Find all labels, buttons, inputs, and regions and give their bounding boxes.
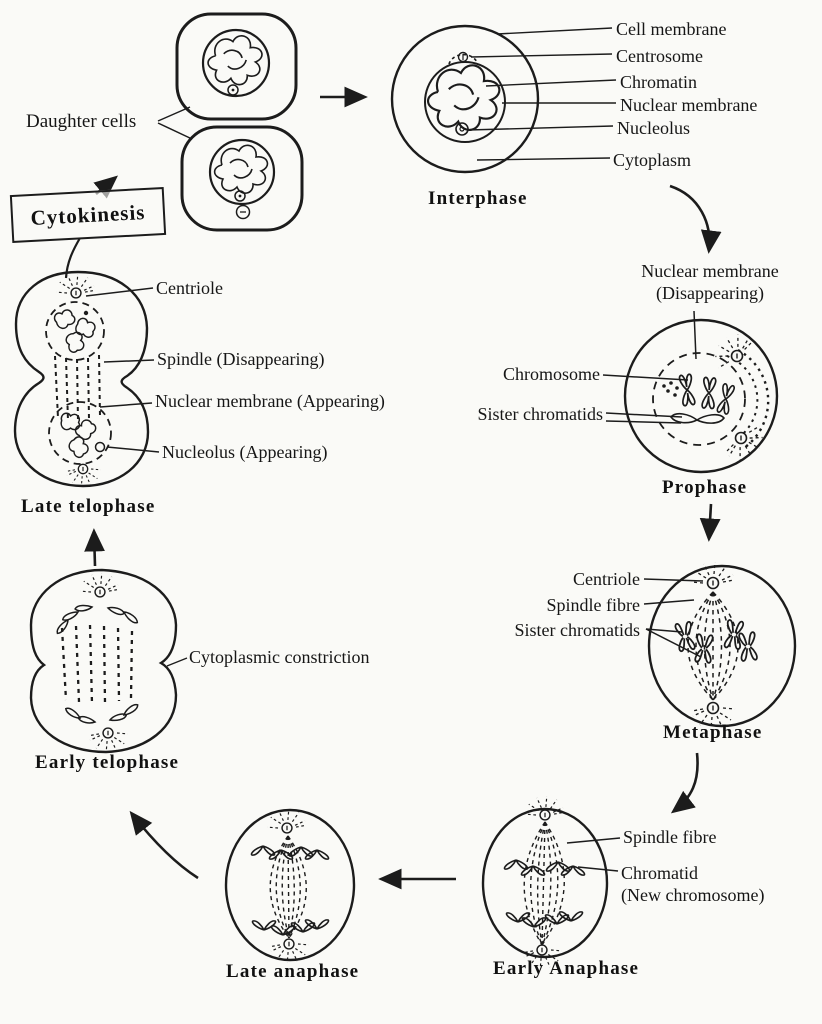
arrow-metaphase-to-early-anaphase (670, 752, 699, 814)
prophase-leader-lines (602, 310, 697, 424)
late-telophase-cell-drawing (13, 270, 160, 488)
label-chromatid-2: (New chromosome) (621, 885, 765, 905)
daughter-cells-leader (157, 106, 193, 140)
stage-title-late-telophase: Late telophase (21, 496, 156, 517)
centrosome-glyph (448, 53, 478, 65)
label-spindle-fibre-metaphase: Spindle fibre (546, 595, 640, 615)
prophase-cell-drawing (602, 310, 779, 474)
spindle-remnant (60, 624, 134, 705)
label-centriole-late-telophase: Centriole (156, 278, 223, 298)
label-sister-chromatids-prophase: Sister chromatids (477, 404, 603, 424)
arrow-early-to-late-telophase (84, 528, 105, 567)
late-telophase-leader-lines (85, 287, 160, 453)
label-centriole-metaphase: Centriole (573, 569, 640, 589)
cytokinesis-label: Cytokinesis (29, 199, 146, 230)
label-nuclear-membrane-disappearing-2: (Disappearing) (656, 283, 764, 303)
label-spindle-disappearing: Spindle (Disappearing) (157, 349, 325, 369)
arrow-prophase-to-metaphase (699, 503, 721, 542)
constriction-leader (166, 657, 188, 667)
label-cytoplasmic-constriction: Cytoplasmic constriction (189, 647, 370, 667)
label-nuclear-membrane-appearing: Nuclear membrane (Appearing) (155, 391, 385, 411)
label-chromatin: Chromatin (620, 72, 697, 92)
label-chromosome: Chromosome (503, 364, 600, 384)
metaphase-cell-drawing (643, 561, 797, 730)
spindle-fibres (523, 821, 565, 946)
connector-late-telophase-to-cytokinesis (64, 237, 81, 279)
early-telophase-cell-drawing (29, 568, 188, 754)
label-centrosome: Centrosome (616, 46, 703, 66)
stage-title-metaphase: Metaphase (663, 722, 763, 743)
early-anaphase-leader-lines (566, 837, 621, 872)
label-nucleolus-appearing: Nucleolus (Appearing) (162, 442, 328, 462)
sister-chromatid-pair (669, 412, 726, 424)
label-nucleolus: Nucleolus (617, 118, 690, 138)
daughter-cells-label: Daughter cells (26, 111, 137, 132)
label-cell-membrane: Cell membrane (616, 19, 727, 39)
label-nuclear-membrane-disappearing-1: Nuclear membrane (641, 261, 779, 281)
spindle-remnant (54, 354, 101, 423)
label-nuclear-membrane: Nuclear membrane (620, 95, 758, 115)
arrow-late-anaphase-to-early-telophase (129, 810, 199, 880)
late-anaphase-cell-drawing (224, 808, 356, 964)
interphase-cell-drawing (390, 24, 617, 174)
metaphase-leader-lines (643, 578, 704, 658)
spindle-fibres (687, 591, 739, 701)
stage-title-interphase: Interphase (428, 188, 528, 209)
stage-title-late-anaphase: Late anaphase (226, 961, 360, 982)
cytokinesis-box: Cytokinesis (9, 187, 167, 243)
early-anaphase-cell-drawing (481, 795, 621, 970)
forming-nucleus (45, 301, 105, 361)
nuclear-membrane-dashed (652, 352, 746, 446)
stage-title-prophase: Prophase (662, 477, 748, 498)
stage-title-early-anaphase: Early Anaphase (493, 958, 640, 979)
forming-nucleus (48, 401, 112, 465)
interphase-leader-lines (467, 27, 617, 161)
daughter-cells-drawing (157, 12, 304, 232)
nucleolus-glyph (94, 441, 106, 453)
stage-title-early-telophase: Early telophase (35, 752, 180, 773)
label-sister-chromatids-metaphase: Sister chromatids (514, 620, 640, 640)
arrow-interphase-to-prophase (669, 184, 722, 254)
cycle-arrows (64, 86, 722, 890)
label-cytoplasm: Cytoplasm (613, 150, 692, 170)
label-spindle-fibre-early-anaphase: Spindle fibre (623, 827, 717, 847)
label-chromatid-1: Chromatid (621, 863, 698, 883)
